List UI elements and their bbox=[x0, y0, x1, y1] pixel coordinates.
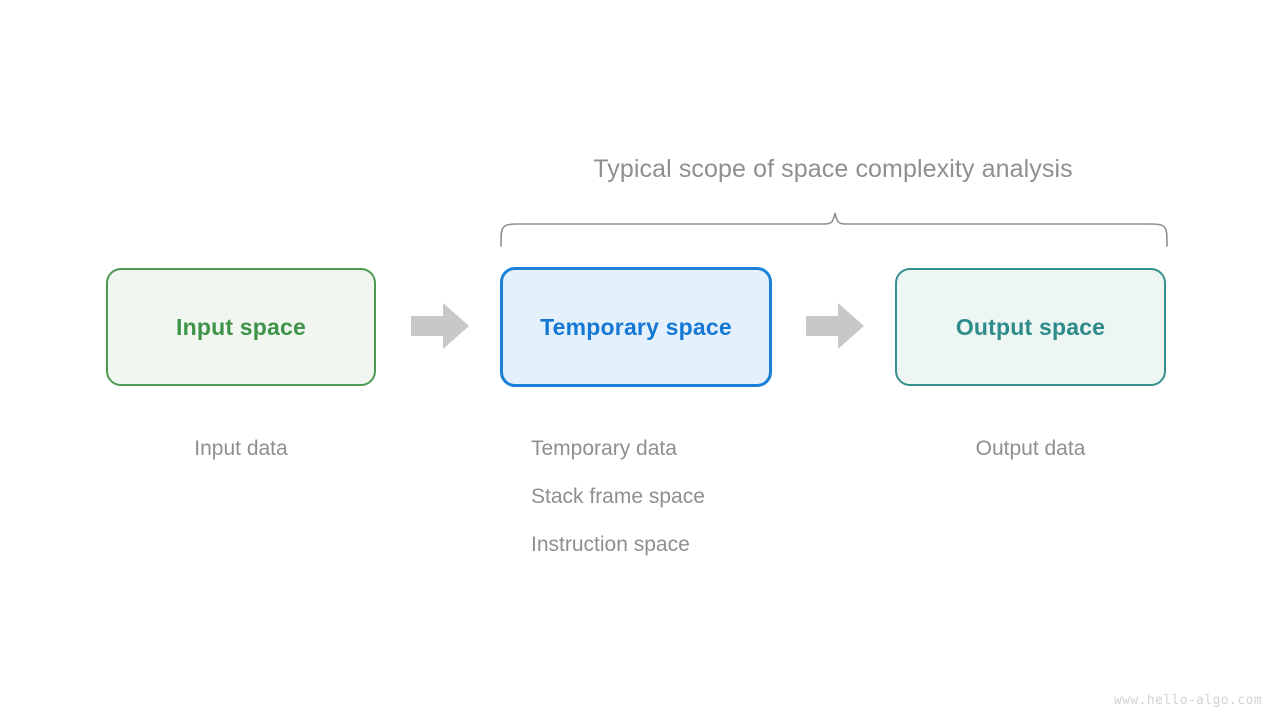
caption-input: Input data bbox=[106, 425, 376, 473]
box-output-space[interactable]: Output space bbox=[895, 268, 1166, 386]
arrow-right-icon bbox=[411, 303, 469, 349]
curly-brace bbox=[492, 200, 1176, 248]
scope-title: Typical scope of space complexity analys… bbox=[593, 155, 1073, 183]
box-temporary-space-label: Temporary space bbox=[540, 313, 732, 340]
box-temporary-space[interactable]: Temporary space bbox=[500, 267, 772, 387]
box-output-space-label: Output space bbox=[955, 313, 1106, 340]
caption-line: Input data bbox=[194, 437, 288, 460]
box-input-space[interactable]: Input space bbox=[106, 268, 376, 386]
watermark: www.hello-algo.com bbox=[1113, 693, 1262, 708]
caption-output: Output data bbox=[895, 425, 1166, 473]
box-input-space-label: Input space bbox=[175, 313, 306, 340]
caption-temporary: Temporary data Stack frame space Instruc… bbox=[531, 425, 705, 569]
caption-line: Instruction space bbox=[531, 533, 690, 556]
caption-line: Temporary data bbox=[531, 437, 677, 460]
caption-line: Stack frame space bbox=[531, 485, 705, 508]
arrow-right-icon bbox=[806, 303, 864, 349]
caption-line: Output data bbox=[975, 437, 1086, 460]
